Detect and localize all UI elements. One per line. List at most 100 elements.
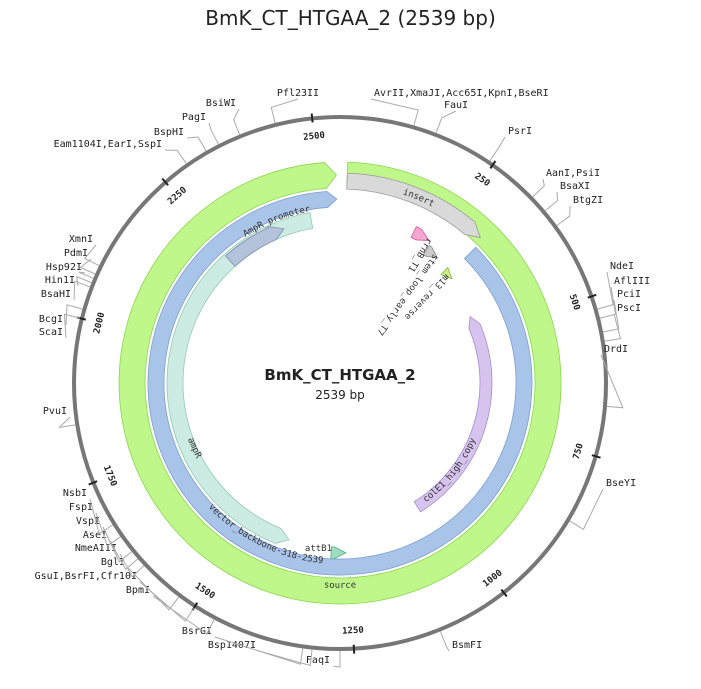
enzyme-label[interactable]: FauI: [444, 100, 468, 111]
feature-stem-loop[interactable]: [422, 244, 439, 259]
enzyme-leader-line: [164, 149, 187, 164]
tick-mark: [587, 293, 597, 299]
enzyme-leader-line: [119, 553, 145, 578]
enzyme-label[interactable]: PsrI: [508, 126, 532, 137]
enzyme-leader-line: [489, 136, 506, 162]
enzyme-leader-line: [602, 299, 620, 333]
enzyme-label[interactable]: BsaHI: [41, 289, 71, 300]
enzyme-label[interactable]: ScaI: [39, 327, 63, 338]
feature-insert[interactable]: [346, 172, 481, 239]
enzyme-label[interactable]: Bsp1407I: [208, 640, 256, 651]
tick-mark: [500, 588, 508, 598]
svg-text:colE1_high_copy: colE1_high_copy: [421, 436, 478, 505]
feature-attb1[interactable]: [330, 546, 347, 560]
tick-mark: [489, 160, 497, 169]
enzyme-label[interactable]: NmeAIII: [75, 543, 117, 554]
enzyme-leader-line: [370, 98, 419, 126]
enzyme-leader-line: [258, 649, 313, 667]
enzyme-label[interactable]: PagI: [182, 112, 206, 123]
enzyme-label[interactable]: BsrGI: [182, 626, 212, 637]
enzyme-leader-line: [233, 108, 241, 135]
enzyme-label[interactable]: NdeI: [610, 261, 634, 272]
enzyme-label[interactable]: BsiWI: [206, 98, 236, 109]
enzyme-label[interactable]: BpmI: [126, 585, 150, 596]
enzyme-label[interactable]: BglI: [101, 557, 125, 568]
enzyme-label[interactable]: PvuI: [43, 406, 67, 417]
tick-label: 1250: [342, 626, 364, 637]
enzyme-label[interactable]: XmnI: [69, 234, 93, 245]
enzyme-leader-line: [65, 304, 83, 326]
enzyme-leader-line: [78, 271, 94, 279]
enzyme-leader-line: [439, 631, 450, 652]
tick-label: 250: [472, 171, 491, 189]
feature-source[interactable]: [118, 161, 562, 605]
enzyme-label[interactable]: BseYI: [606, 478, 636, 489]
enzyme-leader-line: [127, 567, 180, 611]
source-label: source: [324, 580, 357, 591]
enzyme-label[interactable]: GsuI,BsrFI,Cfr10I: [35, 571, 137, 582]
tick-label: 1000: [481, 568, 504, 589]
enzyme-leader-line: [83, 244, 100, 266]
enzyme-leader-line: [109, 540, 139, 571]
enzyme-label[interactable]: FspI: [69, 502, 93, 513]
enzyme-label[interactable]: Hin1I: [45, 275, 75, 286]
svg-text:source: source: [324, 580, 357, 591]
cole1-label: colE1_high_copy: [421, 436, 478, 505]
enzyme-leader-line: [76, 275, 92, 287]
enzyme-leader-line: [79, 258, 96, 275]
enzyme-leader-line: [435, 110, 457, 133]
enzyme-leader-line: [599, 286, 617, 319]
backbone-ring: [72, 115, 608, 651]
enzyme-label[interactable]: PscI: [617, 303, 641, 314]
plasmid-name: BmK_CT_HTGAA_2: [264, 366, 415, 384]
enzyme-label[interactable]: PdmI: [64, 248, 88, 259]
tick-label: 500: [567, 293, 582, 312]
enzyme-label[interactable]: NsbI: [63, 488, 87, 499]
enzyme-leader-line: [73, 280, 90, 301]
enzyme-label[interactable]: BtgZI: [573, 195, 603, 206]
enzyme-label[interactable]: BspHI: [154, 127, 184, 138]
enzyme-label[interactable]: BcgI: [39, 314, 63, 325]
enzyme-leader-line: [270, 98, 299, 124]
enzyme-label[interactable]: AflIII: [614, 276, 650, 287]
feature-ampr-promoter[interactable]: [225, 226, 285, 267]
feature-m13-reverse[interactable]: [440, 266, 453, 280]
plasmid-length: 2539 bp: [315, 388, 365, 402]
feature-cole1-ori[interactable]: [413, 316, 493, 513]
enzyme-label[interactable]: DrdI: [604, 344, 628, 355]
enzyme-leader-line: [89, 498, 113, 535]
enzyme-leader-line: [569, 488, 604, 530]
enzyme-label[interactable]: Hsp92I: [46, 262, 82, 273]
enzyme-label[interactable]: Eam1104I,EarI,SspI: [54, 139, 162, 150]
feature-ampr[interactable]: [166, 212, 314, 544]
enzyme-leader-line: [63, 313, 81, 339]
enzyme-leader-line: [332, 651, 341, 668]
enzyme-leader-line: [58, 416, 76, 429]
tick-label: 1500: [193, 581, 217, 601]
enzyme-leader-line: [532, 178, 545, 198]
attb1-label: attB1: [305, 544, 332, 554]
enzyme-label[interactable]: FaqI: [306, 655, 330, 666]
enzyme-label[interactable]: AanI,PsiI: [546, 168, 600, 179]
tick-label: 1750: [101, 464, 118, 488]
enzyme-label[interactable]: BsaXI: [560, 181, 590, 192]
enzyme-leader-line: [95, 512, 121, 547]
tick-mark: [88, 480, 98, 486]
enzyme-label[interactable]: BsmFI: [452, 640, 482, 651]
enzyme-leader-line: [214, 636, 304, 665]
enzyme-label[interactable]: AseI: [83, 530, 107, 541]
tick-mark: [161, 177, 169, 186]
enzyme-leader-line: [102, 526, 133, 563]
enzyme-label[interactable]: VspI: [76, 516, 100, 527]
tick-label: 2500: [303, 131, 326, 143]
enzyme-label[interactable]: Pfl23II: [277, 88, 319, 99]
enzyme-leader-line: [597, 271, 614, 310]
enzyme-label[interactable]: AvrII,XmaJI,Acc65I,KpnI,BseRI: [374, 88, 549, 99]
feature-vector-backbone[interactable]: [147, 191, 533, 576]
feature-rrnb-t1[interactable]: [410, 226, 430, 241]
enzyme-label[interactable]: PciI: [617, 289, 641, 300]
enzyme-leader-line: [604, 313, 622, 342]
tick-label: 2000: [92, 311, 107, 334]
page-title: BmK_CT_HTGAA_2 (2539 bp): [205, 6, 496, 30]
